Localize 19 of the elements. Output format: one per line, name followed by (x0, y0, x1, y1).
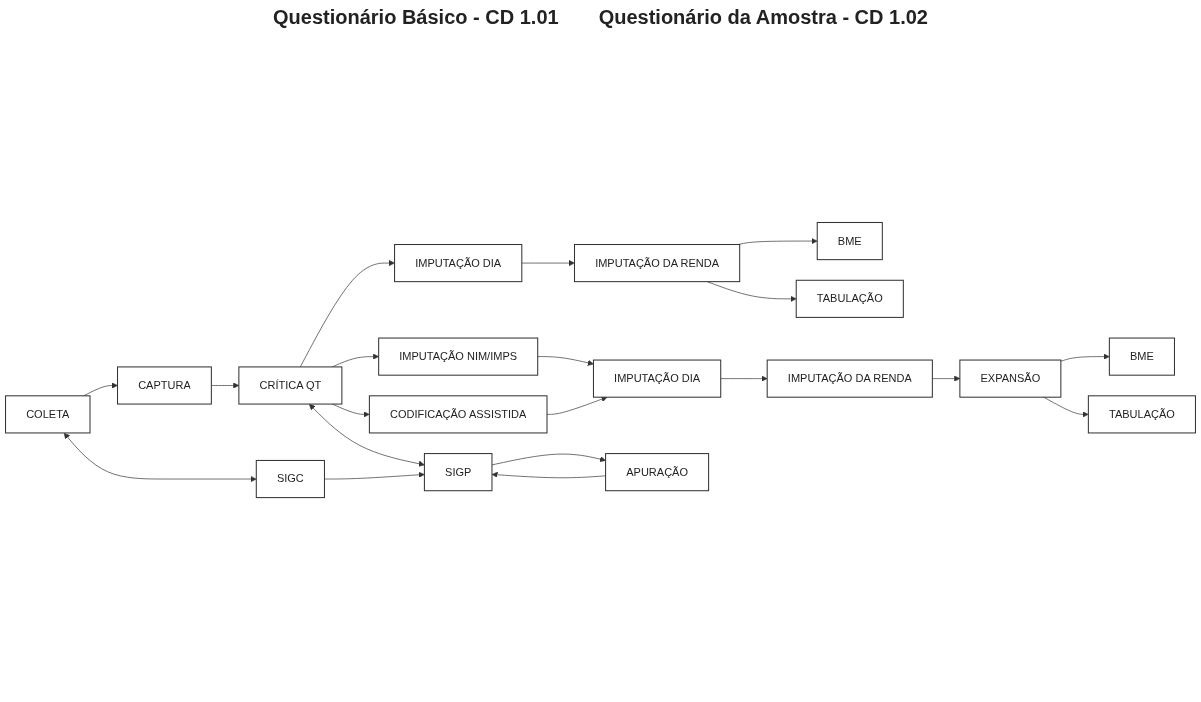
node-box: IMPUTAÇÃO DA RENDA (766, 359, 933, 398)
node-box: IMPUTAÇÃO NIM/IMPS (378, 337, 539, 376)
section-heading: Questionário Básico - CD 1.01 (273, 6, 559, 29)
node-box: TABULAÇÃO (795, 279, 904, 318)
node-box: BME (816, 221, 883, 261)
node-box: SIGP (423, 453, 493, 492)
node-box: APURAÇÃO (605, 453, 710, 492)
node-box: IMPUTAÇÃO DIA (592, 359, 722, 398)
node-box: IMPUTAÇÃO DIA (394, 243, 523, 283)
node-box: CAPTURA (117, 366, 212, 405)
node-box: EXPANSÃO (959, 359, 1062, 398)
node-box: CRÍTICA QT (238, 366, 343, 405)
node-box: COLETA (5, 395, 91, 434)
section-heading: Questionário da Amostra - CD 1.02 (598, 6, 928, 29)
node-box: CODIFICAÇÃO ASSISTIDA (368, 395, 548, 434)
node-box: SIGC (255, 459, 325, 499)
node-box: BME (1108, 337, 1175, 376)
node-box: TABULAÇÃO (1087, 395, 1196, 434)
node-box: IMPUTAÇÃO DA RENDA (574, 243, 741, 283)
